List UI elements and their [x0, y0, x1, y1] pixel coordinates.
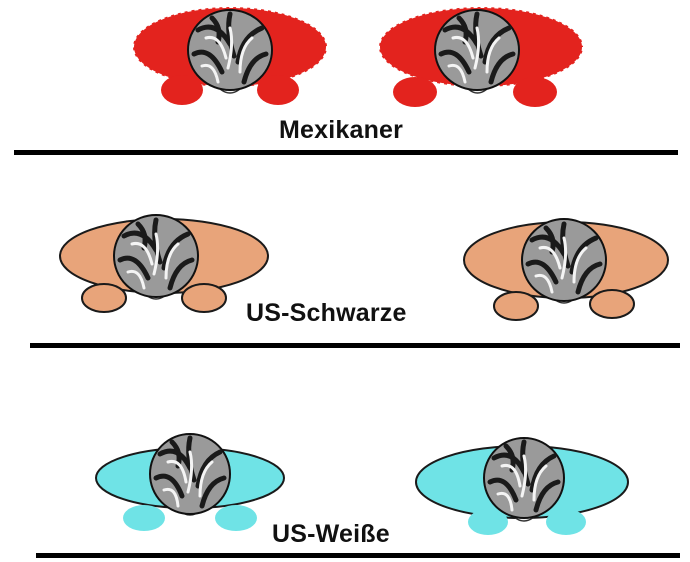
- arm-right: [513, 77, 557, 107]
- group-label-us-schwarze: US-Schwarze: [246, 299, 407, 328]
- head-figure-us-schwarze-left: [58, 208, 270, 320]
- arm-right: [546, 509, 586, 535]
- arm-left: [82, 284, 126, 312]
- arm-left: [393, 77, 437, 107]
- arm-left: [494, 292, 538, 320]
- head-figure-mexikaner-right: [375, 2, 587, 114]
- arm-right: [182, 284, 226, 312]
- divider-line-3: [36, 553, 680, 558]
- head-figure-us-weisse-right: [412, 432, 632, 544]
- group-label-us-weisse: US-Weiße: [272, 520, 390, 549]
- arm-right: [590, 290, 634, 318]
- arm-right: [257, 75, 299, 105]
- arm-left: [161, 75, 203, 105]
- divider-line-2: [30, 343, 680, 348]
- arm-left: [123, 505, 165, 531]
- head-figure-us-schwarze-right: [460, 212, 672, 324]
- divider-line-1: [14, 150, 678, 155]
- arm-right: [215, 505, 257, 531]
- group-label-mexikaner: Mexikaner: [279, 116, 403, 145]
- arm-left: [468, 509, 508, 535]
- head-figure-mexikaner-left: [130, 2, 330, 114]
- head-figure-us-weisse-left: [92, 424, 288, 536]
